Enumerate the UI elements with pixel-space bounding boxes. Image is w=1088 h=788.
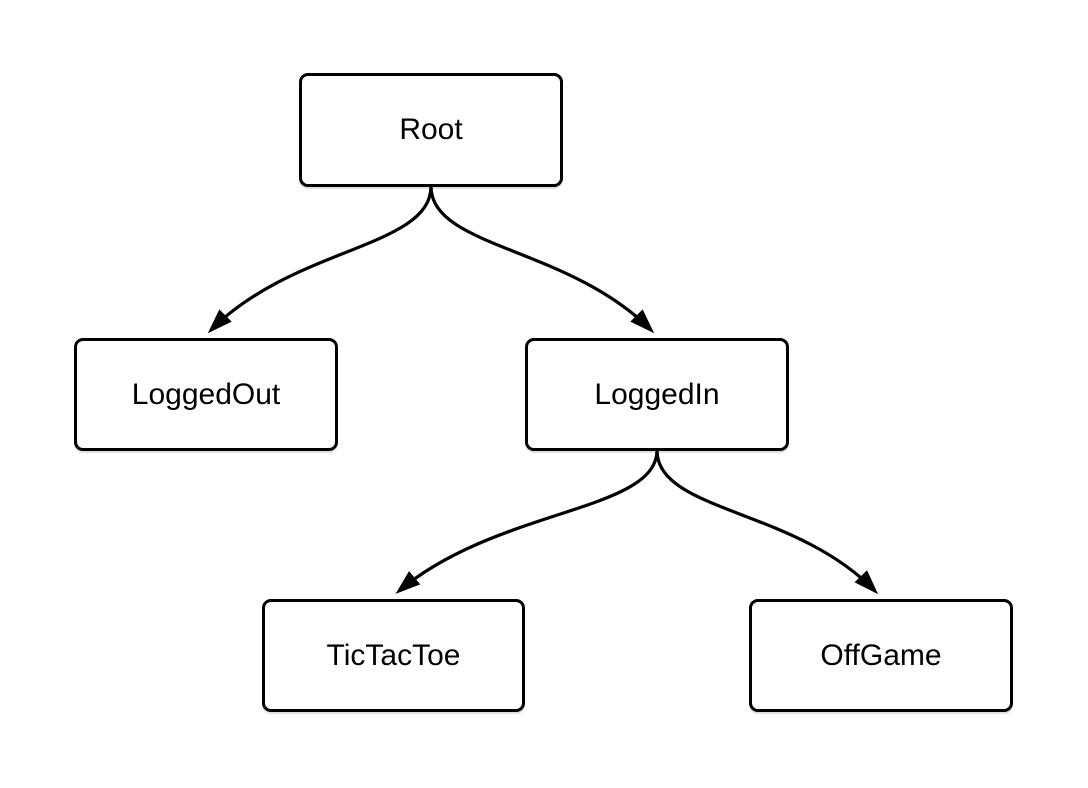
- node-offgame-label: OffGame: [820, 638, 942, 672]
- node-loggedout-label: LoggedOut: [131, 377, 281, 411]
- node-tictactoe: TicTacToe: [262, 599, 525, 712]
- node-loggedin: LoggedIn: [525, 338, 789, 451]
- edge-loggedin-offgame: [655, 449, 879, 595]
- node-loggedin-label: LoggedIn: [594, 377, 720, 411]
- node-tictactoe-label: TicTacToe: [326, 638, 461, 672]
- edge-root-loggedin: [429, 185, 655, 334]
- edge-loggedin-tictactoe: [395, 449, 659, 594]
- node-loggedout: LoggedOut: [74, 338, 338, 451]
- node-root-label: Root: [399, 113, 463, 146]
- node-root: Root: [299, 73, 563, 187]
- edge-root-loggedout: [207, 185, 433, 334]
- node-offgame: OffGame: [749, 599, 1013, 712]
